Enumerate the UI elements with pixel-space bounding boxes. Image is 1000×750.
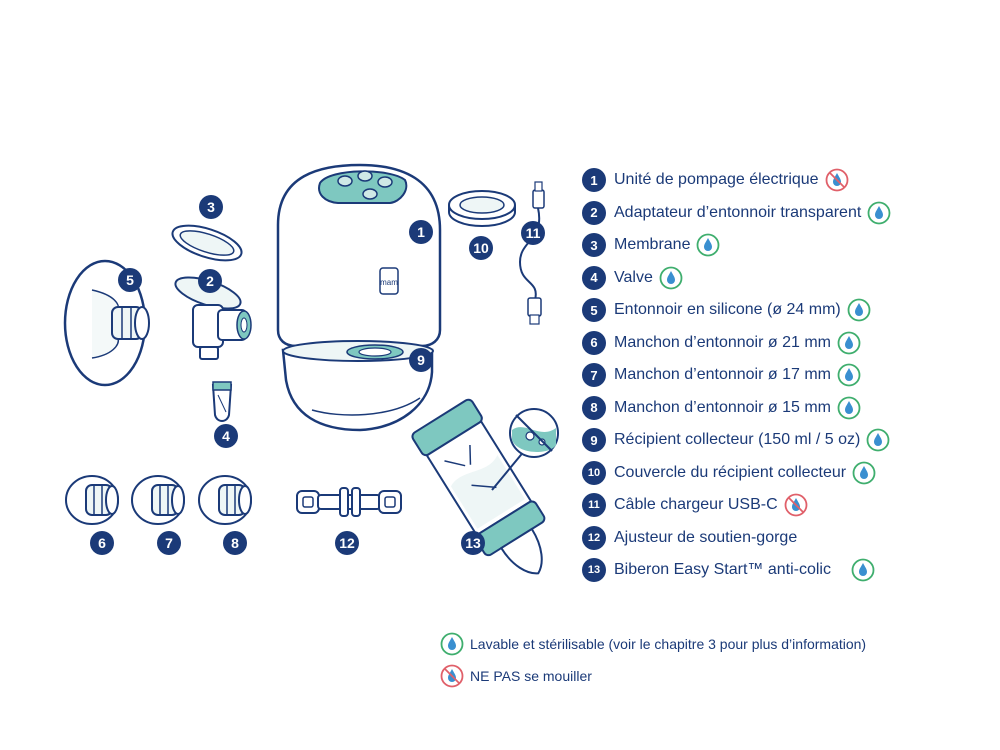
legend-item-10: 10 Couvercle du récipient collecteur <box>582 459 876 487</box>
legend-label: Couvercle du récipient collecteur <box>614 463 847 481</box>
svg-text:12: 12 <box>339 535 355 551</box>
washable-icon <box>851 558 875 582</box>
svg-text:1: 1 <box>417 224 425 240</box>
callout-2: 2 <box>198 269 222 293</box>
washable-icon <box>697 233 720 257</box>
legend-item-11: 11 Câble chargeur USB-C <box>582 491 808 519</box>
pump-unit: mam <box>276 163 442 348</box>
washable-icon <box>837 331 861 354</box>
washable-icon <box>659 266 683 289</box>
callout-3: 3 <box>199 195 223 219</box>
legend-label: Biberon Easy Start™ anti-colic <box>614 561 831 578</box>
funnel-adapter <box>174 276 252 360</box>
legend-item-9: 9 Récipient collecteur (150 ml / 5 oz) <box>582 426 890 454</box>
legend-number: 11 <box>582 493 606 517</box>
footnote-washable: Lavable et stérilisable (voir le chapitr… <box>440 631 866 657</box>
footnote-no-water: NE PAS se mouiller <box>440 663 592 689</box>
legend-label: Entonnoir en silicone (ø 24 mm) <box>614 301 841 318</box>
funnel-sleeve-17 <box>131 475 185 525</box>
footnote-washable-text: Lavable et stérilisable (voir le chapitr… <box>470 636 867 652</box>
svg-text:8: 8 <box>231 535 239 551</box>
callout-1: 1 <box>409 220 433 244</box>
callout-13: 13 <box>461 531 485 555</box>
callout-11: 11 <box>521 221 545 245</box>
washable-icon <box>837 363 861 387</box>
callout-10: 10 <box>469 236 493 260</box>
legend-label: Manchon d’entonnoir ø 21 mm <box>614 333 831 351</box>
legend-number: 2 <box>582 200 606 225</box>
collection-container <box>281 340 434 432</box>
legend-number: 3 <box>582 233 606 257</box>
washable-icon <box>837 396 861 419</box>
legend-label: Adaptateur d’entonnoir transparent <box>614 203 862 221</box>
legend-number: 5 <box>582 298 606 322</box>
legend-item-4: 4 Valve <box>582 264 683 292</box>
legend-number: 6 <box>582 330 606 355</box>
baby-bottle <box>411 398 559 575</box>
legend-item-6: 6 Manchon d’entonnoir ø 21 mm <box>582 329 861 357</box>
no-water-icon <box>784 493 808 517</box>
callout-7: 7 <box>157 531 181 555</box>
legend-number: 8 <box>582 395 606 420</box>
svg-text:2: 2 <box>206 273 214 289</box>
silicone-funnel <box>63 259 150 387</box>
legend-number: 10 <box>582 460 606 485</box>
legend-item-5: 5 Entonnoir en silicone (ø 24 mm) <box>582 296 871 324</box>
washable-icon <box>847 298 871 322</box>
legend-label: Câble chargeur USB-C <box>614 496 778 513</box>
legend-number: 1 <box>582 168 606 192</box>
legend-item-3: 3 Membrane <box>582 231 720 259</box>
callout-12: 12 <box>335 531 359 555</box>
legend-number: 7 <box>582 363 606 387</box>
callout-8: 8 <box>223 531 247 555</box>
bra-adjuster <box>296 487 402 517</box>
svg-text:7: 7 <box>165 535 173 551</box>
legend-number: 13 <box>582 558 606 582</box>
legend-item-8: 8 Manchon d’entonnoir ø 15 mm <box>582 394 861 422</box>
usb-cable <box>518 181 545 325</box>
legend-number: 12 <box>582 525 606 550</box>
legend-label: Ajusteur de soutien-gorge <box>614 528 798 546</box>
svg-text:13: 13 <box>465 535 481 551</box>
no-water-icon <box>440 664 464 688</box>
legend-label: Unité de pompage électrique <box>614 171 819 188</box>
funnel-sleeve-15 <box>198 475 252 525</box>
legend-label: Manchon d’entonnoir ø 17 mm <box>614 366 831 383</box>
callout-9: 9 <box>409 348 433 372</box>
callout-4: 4 <box>214 424 238 448</box>
svg-text:6: 6 <box>98 535 106 551</box>
legend-item-1: 1 Unité de pompage électrique <box>582 166 849 194</box>
container-lid <box>448 190 516 227</box>
legend-item-12: 12 Ajusteur de soutien-gorge <box>582 524 797 552</box>
membrane <box>171 224 243 262</box>
legend-label: Membrane <box>614 236 691 253</box>
legend-label: Manchon d’entonnoir ø 15 mm <box>614 398 831 416</box>
valve <box>211 381 233 422</box>
svg-text:3: 3 <box>207 199 215 215</box>
legend-number: 9 <box>582 428 606 452</box>
washable-icon <box>440 632 464 656</box>
svg-text:9: 9 <box>417 352 425 368</box>
legend-number: 4 <box>582 265 606 290</box>
callout-6: 6 <box>90 531 114 555</box>
washable-icon <box>852 461 876 484</box>
svg-text:4: 4 <box>222 428 230 444</box>
legend-label: Récipient collecteur (150 ml / 5 oz) <box>614 431 861 448</box>
no-water-icon <box>825 168 848 192</box>
washable-icon <box>867 201 891 224</box>
callout-5: 5 <box>118 268 142 292</box>
legend-item-7: 7 Manchon d’entonnoir ø 17 mm <box>582 361 861 389</box>
legend-item-13: 13 Biberon Easy Start™ anti-colic <box>582 556 875 584</box>
brand-logo: mam <box>380 278 398 287</box>
svg-text:5: 5 <box>126 272 134 288</box>
funnel-sleeve-21 <box>65 475 119 525</box>
svg-text:11: 11 <box>526 225 541 241</box>
legend-item-2: 2 Adaptateur d’entonnoir transparent <box>582 199 891 227</box>
washable-icon <box>866 428 890 452</box>
svg-text:10: 10 <box>473 240 489 256</box>
legend-label: Valve <box>614 268 653 286</box>
footnote-no-water-text: NE PAS se mouiller <box>470 668 592 684</box>
